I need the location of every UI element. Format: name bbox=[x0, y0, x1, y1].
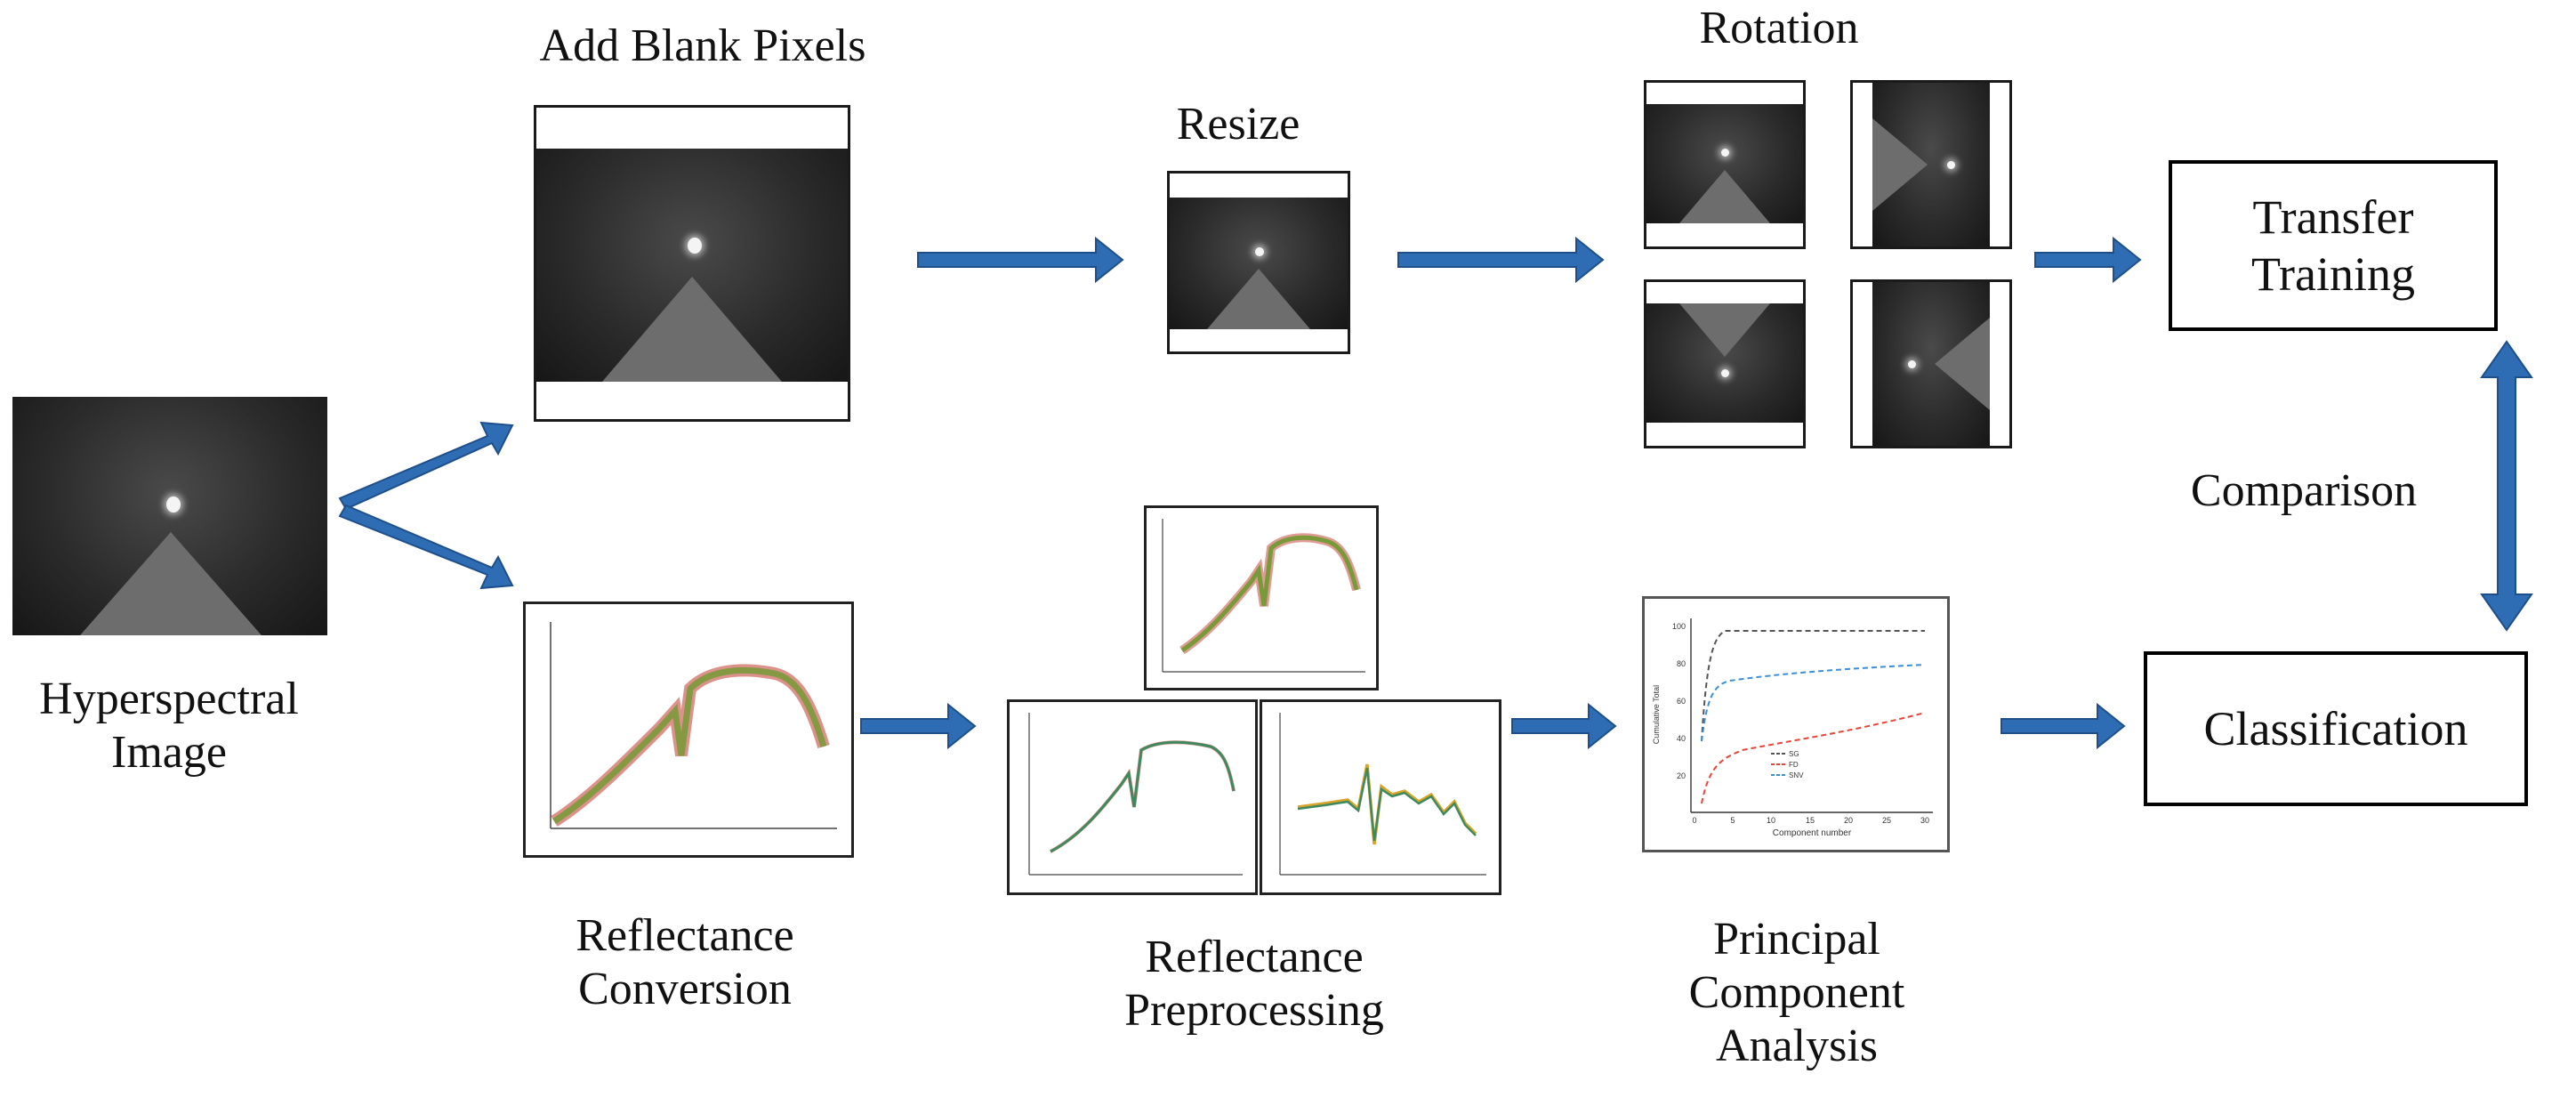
pca-legend-snv: SNV bbox=[1789, 771, 1804, 779]
hyperspectral-label: Hyperspectral Image bbox=[39, 674, 299, 778]
pca-xtick: 0 bbox=[1692, 816, 1696, 825]
arrow-comparison bbox=[2480, 340, 2533, 632]
pca-series-sg bbox=[1701, 630, 1925, 742]
rotation-image-0 bbox=[1644, 80, 1806, 249]
reflectance-conversion-label: Reflectance Conversion bbox=[576, 910, 794, 1014]
arrow-to-pca bbox=[1511, 702, 1617, 750]
classification-box: Classification bbox=[2144, 651, 2528, 806]
resized-image bbox=[1167, 171, 1350, 354]
arrow-to-classification bbox=[2000, 702, 2126, 750]
transfer-training-label-1: Transfer bbox=[2252, 190, 2414, 244]
pca-xtick: 20 bbox=[1844, 816, 1853, 825]
pca-ytick: 20 bbox=[1677, 771, 1686, 780]
pca-ylabel: Cumulative Total bbox=[1652, 685, 1661, 744]
comparison-label: Comparison bbox=[2190, 465, 2418, 516]
pca-xtick: 5 bbox=[1730, 816, 1735, 825]
pca-xtick: 15 bbox=[1806, 816, 1815, 825]
arrow-to-reflectance bbox=[338, 504, 514, 590]
pca-xtick: 25 bbox=[1882, 816, 1891, 825]
pca-label: Principal Component Analysis bbox=[1688, 914, 1905, 1071]
arrow-to-rotation bbox=[1397, 236, 1605, 284]
pca-ytick: 80 bbox=[1677, 659, 1686, 668]
transfer-training-label-2: Training bbox=[2250, 247, 2416, 301]
pca-series-snv bbox=[1701, 664, 1926, 742]
preprocessing-chart-top bbox=[1144, 505, 1379, 690]
pca-ytick: 60 bbox=[1677, 697, 1686, 706]
rotation-image-270 bbox=[1850, 279, 2012, 448]
pca-legend-sg: SG bbox=[1789, 750, 1799, 758]
arrow-to-blank-pixels bbox=[338, 421, 514, 511]
resize-label: Resize bbox=[1176, 99, 1300, 149]
reflectance-conversion-chart bbox=[523, 601, 854, 858]
padded-image bbox=[534, 105, 850, 422]
pca-legend-fd: FD bbox=[1789, 761, 1799, 769]
preprocessing-chart-left bbox=[1007, 699, 1258, 895]
pca-series-fd bbox=[1701, 712, 1926, 804]
rotation-label: Rotation bbox=[1699, 3, 1859, 53]
transfer-training-box: Transfer Training bbox=[2169, 160, 2498, 331]
rotation-image-90 bbox=[1850, 80, 2012, 249]
add-blank-pixels-label: Add Blank Pixels bbox=[539, 20, 866, 71]
preprocessing-chart-right bbox=[1260, 699, 1501, 895]
pca-ytick: 40 bbox=[1677, 734, 1686, 743]
classification-label: Classification bbox=[2203, 702, 2468, 755]
arrow-to-preprocessing bbox=[860, 702, 977, 750]
reflectance-preprocessing-label: Reflectance Preprocessing bbox=[1124, 932, 1384, 1036]
hyperspectral-image bbox=[12, 397, 327, 635]
arrow-to-transfer-training bbox=[2034, 236, 2142, 284]
pca-xlabel: Component number bbox=[1773, 828, 1852, 838]
pca-xtick: 30 bbox=[1920, 816, 1929, 825]
pca-ytick: 100 bbox=[1672, 622, 1686, 631]
pca-chart: Cumulative Total Component number 0 5 10… bbox=[1642, 596, 1950, 852]
pca-xtick: 10 bbox=[1767, 816, 1775, 825]
arrow-to-resize bbox=[917, 236, 1124, 284]
rotation-image-180 bbox=[1644, 279, 1806, 448]
pca-legend: SG FD SNV bbox=[1771, 750, 1804, 779]
